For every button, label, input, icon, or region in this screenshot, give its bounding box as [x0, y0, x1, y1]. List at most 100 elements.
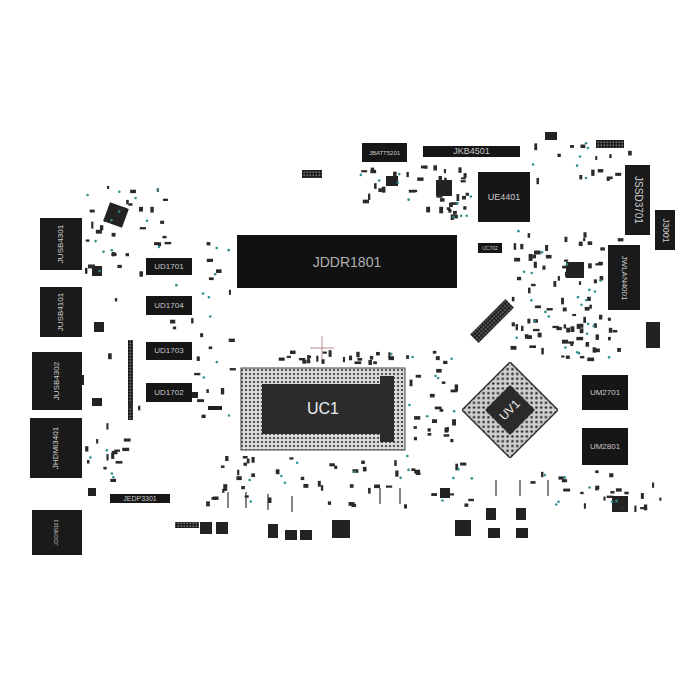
passive-part: [579, 242, 583, 246]
passive-part: [96, 230, 102, 234]
passive-part: [517, 277, 521, 280]
test-point: [611, 501, 614, 504]
test-point: [434, 375, 437, 378]
passive-part: [225, 456, 228, 461]
passive-part: [562, 340, 568, 344]
passive-part: [201, 415, 205, 418]
passive-part: [209, 346, 213, 349]
test-point: [530, 299, 533, 302]
passive-part: [553, 281, 556, 287]
passive-part: [128, 203, 132, 205]
passive-part: [373, 361, 377, 364]
component-box: UD1701: [146, 258, 192, 275]
passive-part: [449, 493, 454, 495]
test-point: [111, 472, 114, 475]
passive-part: [416, 473, 421, 475]
passive-part: [303, 484, 308, 488]
passive-part: [247, 459, 250, 464]
test-point: [587, 323, 590, 326]
trace-stub: [227, 492, 228, 508]
test-point: [541, 251, 544, 254]
passive-part: [461, 180, 466, 182]
passive-part: [251, 473, 255, 477]
passive-part: [556, 327, 561, 330]
part-designator: JSSD3701: [633, 176, 643, 224]
test-point: [548, 315, 551, 318]
passive-part: [363, 467, 367, 472]
part-designator: UM2701: [590, 389, 620, 397]
test-point: [248, 479, 251, 482]
passive-part: [444, 178, 447, 183]
passive-part: [580, 324, 584, 328]
passive-part: [424, 166, 427, 169]
test-point: [515, 336, 518, 339]
test-point: [588, 289, 591, 292]
test-point: [249, 500, 252, 503]
passive-part: [600, 247, 605, 250]
passive-part: [607, 176, 613, 179]
connector-header: JUSB4101: [40, 287, 82, 337]
passive-part: [163, 199, 168, 201]
component-box: UC702: [478, 243, 502, 253]
passive-part: [91, 222, 93, 229]
test-point: [533, 319, 536, 322]
passive-part: [640, 507, 645, 509]
passive-part: [564, 260, 568, 262]
passive-part: [444, 427, 448, 432]
passive-part: [363, 200, 369, 204]
passive-part: [207, 259, 213, 262]
passive-part: [112, 233, 116, 237]
passive-part: [124, 438, 131, 441]
test-point: [378, 179, 381, 182]
connector-header: JHDMI3401: [30, 418, 82, 478]
passive-part: [361, 461, 365, 464]
passive-part: [534, 143, 537, 150]
test-point: [111, 249, 114, 252]
passive-part: [111, 253, 116, 256]
test-point: [411, 356, 414, 359]
passive-part: [382, 187, 386, 193]
passive-part: [440, 409, 444, 412]
passive-part: [416, 375, 421, 378]
passive-part: [139, 207, 143, 212]
test-point: [576, 351, 579, 354]
passive-part: [436, 194, 442, 197]
passive-part: [565, 237, 568, 242]
passive-part: [566, 328, 570, 333]
passive-part: [458, 167, 461, 173]
small-parts: [74, 132, 660, 540]
passive-part: [245, 495, 249, 497]
component-box: UV1: [462, 362, 558, 458]
passive-part: [368, 360, 372, 365]
test-point: [588, 486, 591, 489]
passive-part: [321, 485, 323, 491]
passive-part: [409, 190, 415, 193]
passive-part: [570, 326, 574, 332]
passive-part: [140, 227, 146, 229]
test-point: [586, 332, 589, 335]
passive-part: [598, 169, 604, 172]
passive-part: [112, 252, 115, 256]
passive-part: [130, 190, 136, 193]
component-box: UD1702: [146, 383, 192, 402]
passive-part: [414, 437, 417, 440]
passive-part: [173, 327, 176, 330]
test-point: [594, 290, 597, 293]
passive-part: [512, 297, 515, 301]
test-point: [564, 476, 567, 479]
passive-part: [110, 479, 116, 482]
test-point: [110, 219, 113, 222]
passive-part: [129, 403, 132, 408]
passive-part: [449, 209, 452, 213]
part-designator: UM2801: [590, 443, 620, 451]
passive-part: [460, 463, 466, 466]
passive-part: [106, 423, 108, 429]
passive-part: [353, 469, 359, 473]
test-point: [102, 250, 105, 253]
passive-part: [562, 479, 567, 482]
passive-part: [350, 484, 354, 488]
test-point: [456, 202, 459, 205]
test-point: [517, 230, 520, 233]
